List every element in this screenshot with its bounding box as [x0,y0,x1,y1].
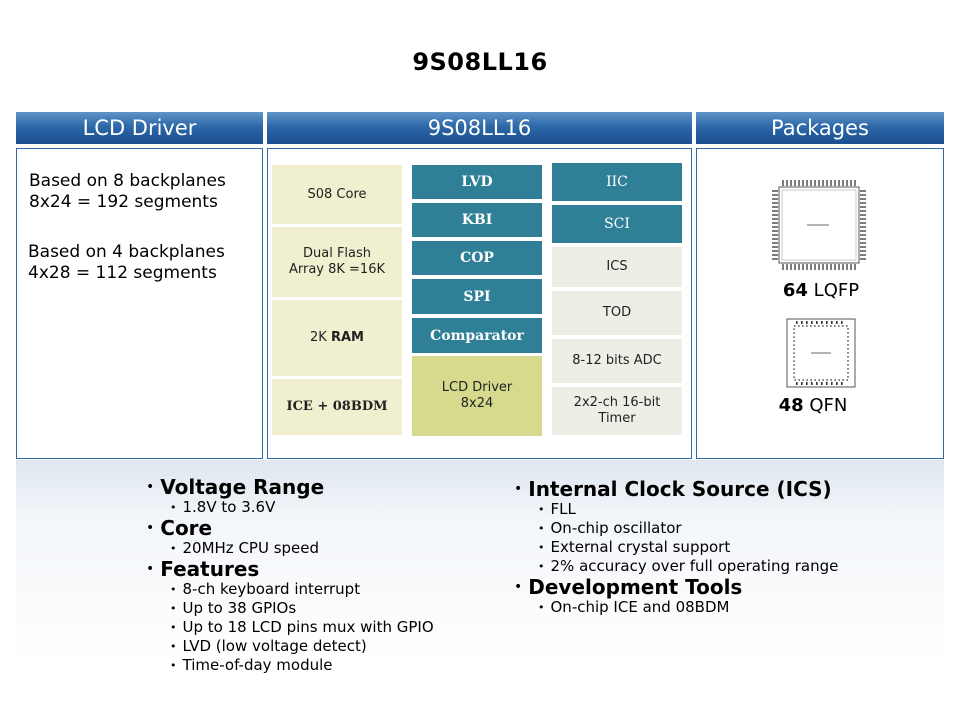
lcd-block-line-1: LCD Driver [441,380,513,395]
lcd-driver-panel: Based on 8 backplanes 8x24 = 192 segment… [16,148,263,459]
block-ics: ICS [552,247,682,287]
qfn-name: QFN [803,395,848,416]
lqfp-chip-icon [772,180,866,270]
lcd-line-3: Based on 4 backplanes [28,242,225,262]
block-adc: 8-12 bits ADC [552,339,682,383]
flash-line-2: Array 8K =16K [288,262,386,277]
lqfp-pin-count: 64 [782,280,808,301]
qfn-chip-icon [786,318,856,388]
feature-item: •Up to 38 GPIOs [170,599,297,617]
feature-ics: •Internal Clock Source (ICS) [514,477,832,501]
block-dual-flash: Dual Flash Array 8K =16K [272,227,402,297]
page-title: 9S08LL16 [412,48,548,76]
flash-line-1: Dual Flash [302,246,372,261]
lcd-block-line-2: 8x24 [460,396,494,411]
packages-panel: 64 LQFP 48 QFN [696,148,944,459]
feature-item: •1.8V to 3.6V [170,498,276,516]
ram-label: RAM [330,330,364,345]
feature-item: •Time-of-day module [170,656,333,674]
lcd-backplanes-4: Based on 4 backplanes 4x28 = 112 segment… [28,242,225,284]
feature-item: •On-chip oscillator [538,519,682,537]
block-iic: IIC [552,163,682,201]
block-s08-core: S08 Core [272,165,402,224]
feature-features: •Features [146,557,260,581]
feature-voltage-range: •Voltage Range [146,475,325,499]
qfn-pin-count: 48 [778,395,804,416]
feature-item: •External crystal support [538,538,731,556]
lcd-driver-header: LCD Driver [16,112,263,144]
block-ice-bdm: ICE + 08BDM [272,379,402,435]
feature-item: •FLL [538,500,576,518]
feature-item: •Up to 18 LCD pins mux with GPIO [170,618,434,636]
ram-size: 2K [310,330,331,345]
feature-item: •LVD (low voltage detect) [170,637,367,655]
lcd-line-2: 8x24 = 192 segments [29,192,218,212]
feature-item: •2% accuracy over full operating range [538,557,839,575]
lcd-line-1: Based on 8 backplanes [29,171,226,191]
feature-item: •8-ch keyboard interrupt [170,580,361,598]
block-comparator: Comparator [412,318,542,353]
feature-item: •20MHz CPU speed [170,539,320,557]
block-cop: COP [412,241,542,275]
lcd-backplanes-8: Based on 8 backplanes 8x24 = 192 segment… [29,171,226,213]
block-spi: SPI [412,279,542,314]
features-right-list: •Internal Clock Source (ICS) •FLL •On-ch… [514,478,838,617]
block-ram: 2K RAM [272,300,402,376]
feature-core: •Core [146,516,213,540]
lqfp-label: 64 LQFP [697,280,945,301]
block-sci: SCI [552,205,682,243]
timer-line-2: Timer [598,411,636,426]
feature-dev-tools: •Development Tools [514,575,743,599]
block-lcd-driver: LCD Driver 8x24 [412,356,542,436]
qfn-label: 48 QFN [689,395,937,416]
block-kbi: KBI [412,203,542,237]
timer-line-1: 2x2-ch 16-bit [573,395,661,410]
features-left-list: •Voltage Range •1.8V to 3.6V •Core •20MH… [146,476,434,675]
features-background [16,460,944,660]
feature-item: •On-chip ICE and 08BDM [538,598,730,616]
lqfp-name: LQFP [807,280,860,301]
mcu-header: 9S08LL16 [267,112,692,144]
lcd-line-4: 4x28 = 112 segments [28,263,217,283]
block-lvd: LVD [412,165,542,199]
block-tod: TOD [552,291,682,335]
block-timer: 2x2-ch 16-bit Timer [552,387,682,435]
packages-header: Packages [696,112,944,144]
